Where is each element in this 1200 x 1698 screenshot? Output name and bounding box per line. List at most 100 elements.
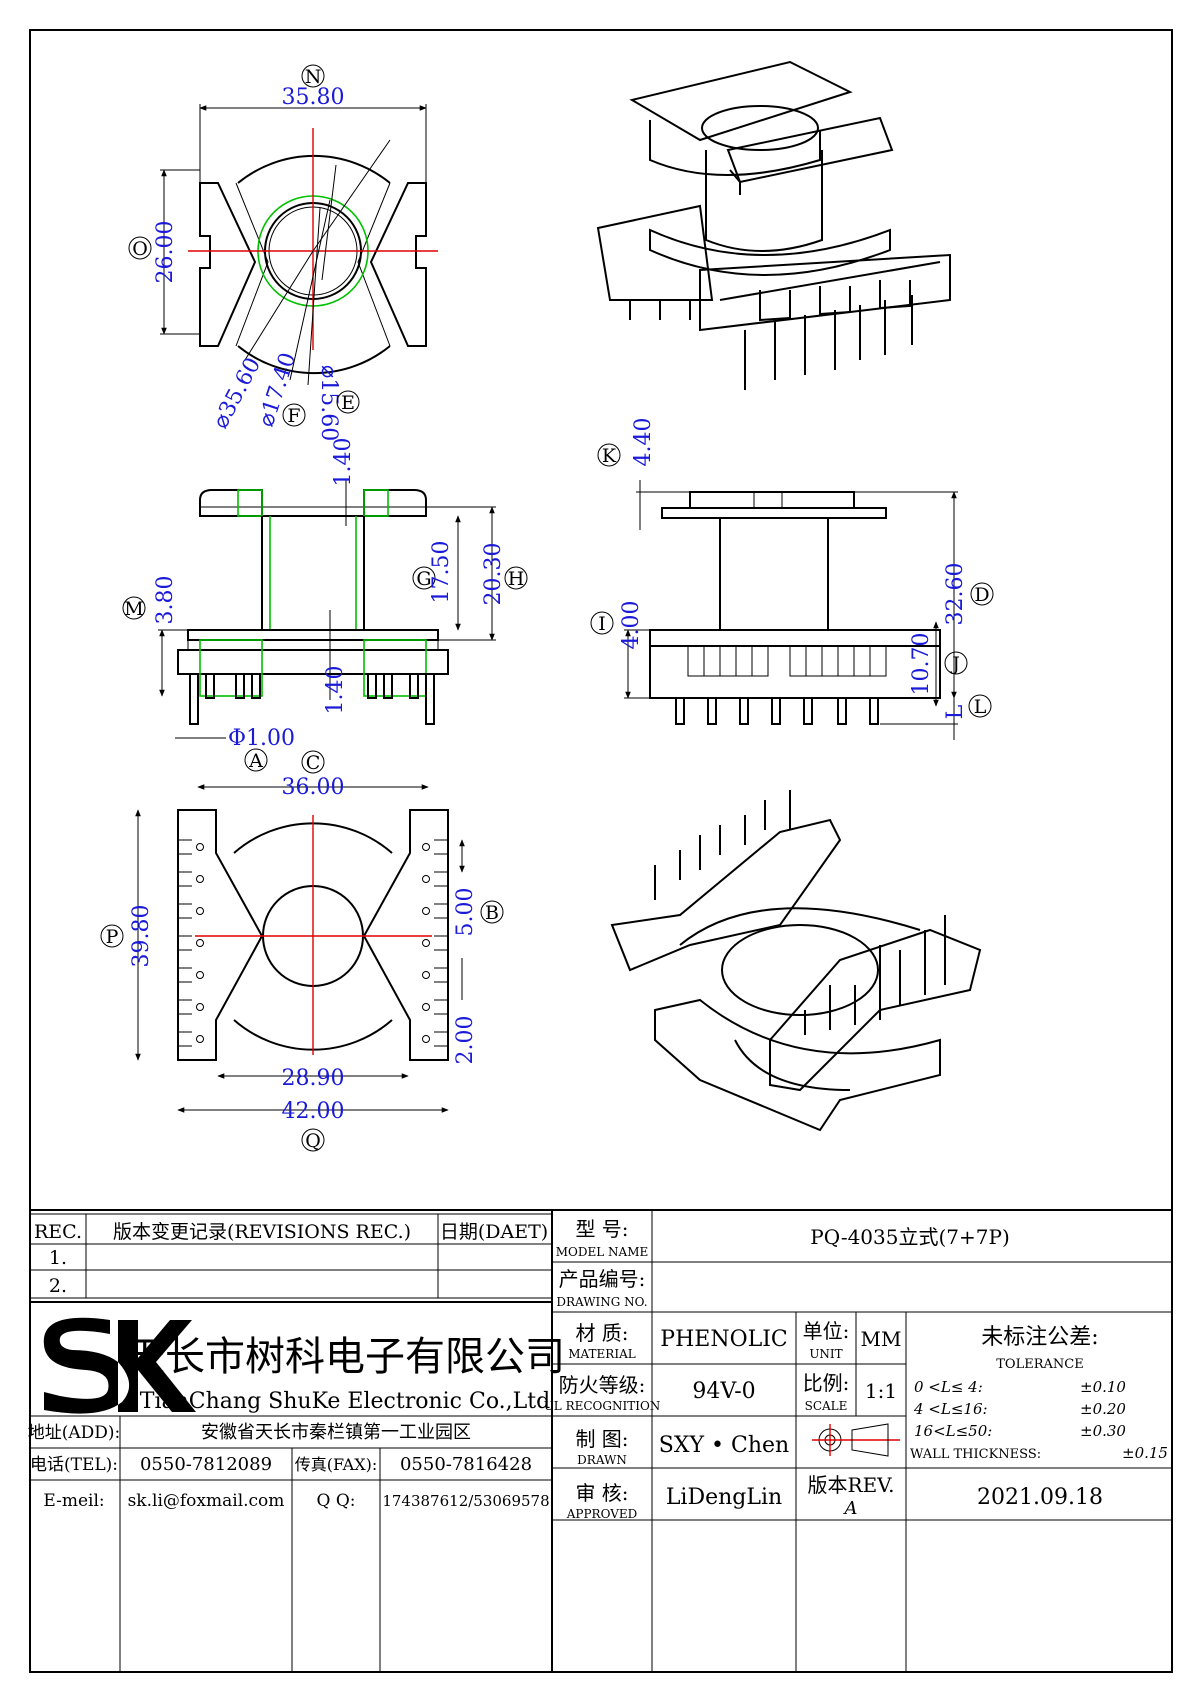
balloon-label-N: N [305,66,322,88]
balloon-J: J [944,651,968,675]
material-value: PHENOLIC [660,1327,787,1352]
balloon-Q: Q [301,1128,325,1152]
balloon-label-O: O [132,238,148,260]
rev-row-1: 1. [49,1247,67,1269]
dim-B: 5.00 [453,888,478,937]
balloon-N: N [301,64,325,88]
dim-M: 3.80 [153,576,178,625]
dim-G: 17.50 [429,541,454,604]
drawing-label-en: DRAWING NO. [556,1295,647,1309]
model-value: PQ-4035立式(7+7P) [810,1225,1010,1249]
tolerance-range-2: 4 <L≤16: [913,1400,988,1418]
balloon-label-K: K [602,445,617,467]
address-label: 地址(ADD): [28,1423,121,1443]
balloon-label-E: E [341,392,355,414]
dim-Q: 42.00 [282,1099,345,1124]
material-label-en: MATERIAL [568,1347,636,1361]
side-view: 4.40 32.60 4.00 10.70 L [619,418,968,740]
balloon-L: L [968,694,992,718]
rev-title: 版本变更记录(REVISIONS REC.) [113,1221,411,1243]
dim-N: 35.80 [282,85,345,110]
balloon-label-L: L [974,696,987,718]
dim-H: 20.30 [481,543,506,606]
balloon-I: I [590,611,614,635]
rev-date-header: 日期(DAET) [440,1221,548,1243]
balloon-D: D [970,582,994,606]
balloon-label-I: I [598,613,606,635]
unit-label-cn: 单位: [803,1319,850,1343]
balloon-H: H [504,566,528,590]
tolerance-label-cn: 未标注公差: [981,1325,1098,1350]
tolerance-value-3: ±0.30 [1080,1422,1126,1440]
tolerance-value-1: ±0.10 [1080,1378,1126,1396]
dim-L: L [943,704,968,719]
fax-label: 传真(FAX): [295,1455,378,1474]
dim-bottom-flange: 1.40 [323,666,348,715]
qq-label: Q Q: [316,1491,355,1511]
email-label: E-meil: [43,1491,104,1511]
dim-C: 36.00 [282,775,345,800]
rev-value: A [843,1498,858,1519]
balloon-C: C [301,750,325,774]
balloon-label-J: J [950,653,960,675]
dim-D: 32.60 [943,563,968,626]
dim-K: 4.40 [631,418,656,467]
unit-value: MM [861,1327,902,1351]
balloon-B: B [480,900,504,924]
balloon-G: G [412,566,436,590]
email-value: sk.li@foxmail.com [128,1491,285,1511]
approved-label-cn: 审 核: [575,1481,628,1505]
fire-label-cn: 防火等级: [559,1373,646,1397]
date-value: 2021.09.18 [977,1485,1103,1510]
balloon-label-Q: Q [305,1130,321,1152]
balloon-P: P [100,924,124,948]
balloon-label-G: G [416,568,431,590]
dim-B2: 2.00 [453,1016,478,1065]
dim-P: 39.80 [129,905,154,968]
wall-thickness-label: WALL THICKNESS: [910,1447,1041,1462]
balloon-label-M: M [124,598,143,620]
drawn-label-cn: 制 图: [575,1427,628,1451]
balloon-O: O [128,236,152,260]
balloon-label-A: A [248,750,263,772]
unit-label-en: UNIT [809,1347,842,1361]
rev-header: REC. [34,1221,82,1243]
dim-top-flange: 1.40 [331,438,356,487]
address-value: 安徽省天长市秦栏镇第一工业园区 [201,1422,471,1443]
balloon-label-P: P [106,926,119,948]
balloon-M: M [122,596,146,620]
balloon-K: K [597,443,621,467]
company-name-cn: 天长市树科电子有限公司 [125,1334,565,1380]
isometric-top-view [596,60,951,390]
model-label-cn: 型 号: [575,1217,628,1241]
dim-I: 4.00 [619,601,644,650]
dim-A: Φ1.00 [228,726,295,751]
tel-label: 电话(TEL): [30,1455,118,1475]
fax-value: 0550-7816428 [400,1454,532,1475]
drawn-label-en: DRAWN [577,1453,627,1467]
dim-inner-width: 28.90 [282,1066,345,1091]
balloon-label-D: D [974,584,989,606]
wall-thickness-value: ±0.15 [1122,1444,1168,1462]
tel-value: 0550-7812089 [140,1454,272,1475]
balloon-A: A [244,748,268,772]
scale-label-cn: 比例: [803,1371,850,1395]
approved-value: LiDengLin [666,1485,782,1510]
tolerance-range-1: 0 <L≤ 4: [914,1378,983,1396]
balloon-F: F [282,403,306,427]
bottom-view: 36.00 39.80 5.00 2.00 28.90 42.00 [129,775,478,1124]
balloon-label-H: H [508,568,525,590]
isometric-bottom-view [610,790,982,1132]
dim-O: 26.00 [153,221,178,284]
dim-J: 10.70 [909,633,934,696]
tolerance-value-2: ±0.20 [1080,1400,1126,1418]
scale-value: 1:1 [865,1379,897,1403]
balloon-label-C: C [306,752,321,774]
drawn-value: SXY • Chen [659,1433,789,1458]
company-logo-shape [43,1317,196,1414]
title-block: REC. 版本变更记录(REVISIONS REC.) 日期(DAET) 1. … [28,1209,1173,1673]
drawing-label-cn: 产品编号: [559,1267,646,1291]
projection-symbol-icon [812,1423,900,1457]
